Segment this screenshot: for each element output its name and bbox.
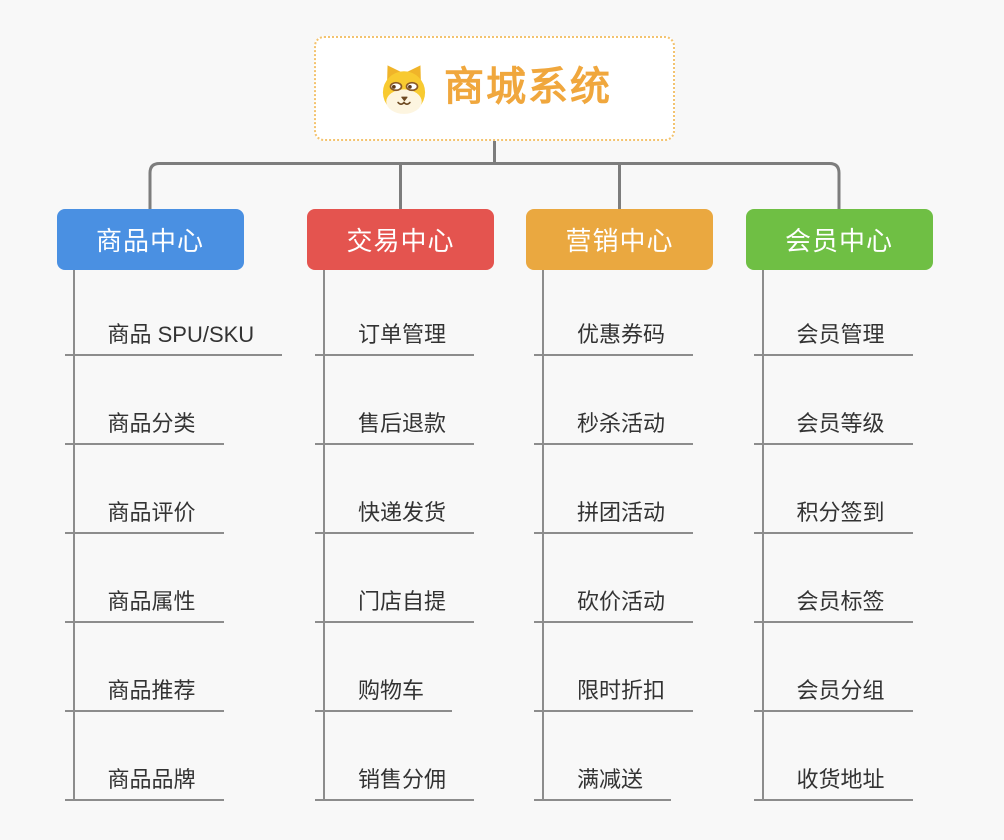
leaf-topic-node[interactable]: 会员等级 [753,405,913,445]
connector-bracket [148,162,841,209]
leaf-topic-node[interactable]: 商品品牌 [64,761,224,801]
leaf-topic-node[interactable]: 收货地址 [753,761,913,801]
branch-trunk-line-2 [323,270,325,801]
leaf-topic-node[interactable]: 快递发货 [315,494,475,534]
leaf-topic-node[interactable]: 订单管理 [315,316,475,356]
leaf-topic-node[interactable]: 拼团活动 [534,494,694,534]
leaf-topic-node[interactable]: 商品属性 [64,583,224,623]
branch-node-3[interactable]: 营销中心 [526,209,713,270]
leaf-topic-node[interactable]: 会员管理 [753,316,913,356]
leaf-topic-node[interactable]: 会员分组 [753,672,913,712]
branch-node-2[interactable]: 交易中心 [307,209,494,270]
leaf-topic-node[interactable]: 秒杀活动 [534,405,694,445]
root-topic-node[interactable]: 商城系统 [314,36,675,141]
leaf-topic-node[interactable]: 砍价活动 [534,583,694,623]
leaf-topic-node[interactable]: 商品 SPU/SKU [64,316,283,356]
root-topic-label: 商城系统 [444,64,612,109]
leaf-topic-node[interactable]: 购物车 [315,672,453,712]
branch-node-4[interactable]: 会员中心 [745,209,933,270]
leaf-topic-node[interactable]: 售后退款 [315,405,475,445]
leaf-topic-node[interactable]: 会员标签 [753,583,913,623]
leaf-topic-node[interactable]: 积分签到 [753,494,913,534]
branch-trunk-line-1 [72,270,75,801]
dog-face-icon [382,64,426,114]
leaf-topic-node[interactable]: 优惠券码 [534,316,694,356]
leaf-topic-node[interactable]: 销售分佣 [315,761,475,801]
leaf-topic-node[interactable]: 商品分类 [64,405,224,445]
leaf-topic-node[interactable]: 门店自提 [315,583,475,623]
branch-trunk-line-3 [542,270,544,801]
branch-node-1[interactable]: 商品中心 [56,209,244,270]
leaf-topic-node[interactable]: 满减送 [534,761,672,801]
leaf-topic-node[interactable]: 商品推荐 [64,672,224,712]
leaf-topic-node[interactable]: 商品评价 [64,494,224,534]
leaf-topic-node[interactable]: 限时折扣 [534,672,694,712]
branch-trunk-line-4 [761,270,764,801]
